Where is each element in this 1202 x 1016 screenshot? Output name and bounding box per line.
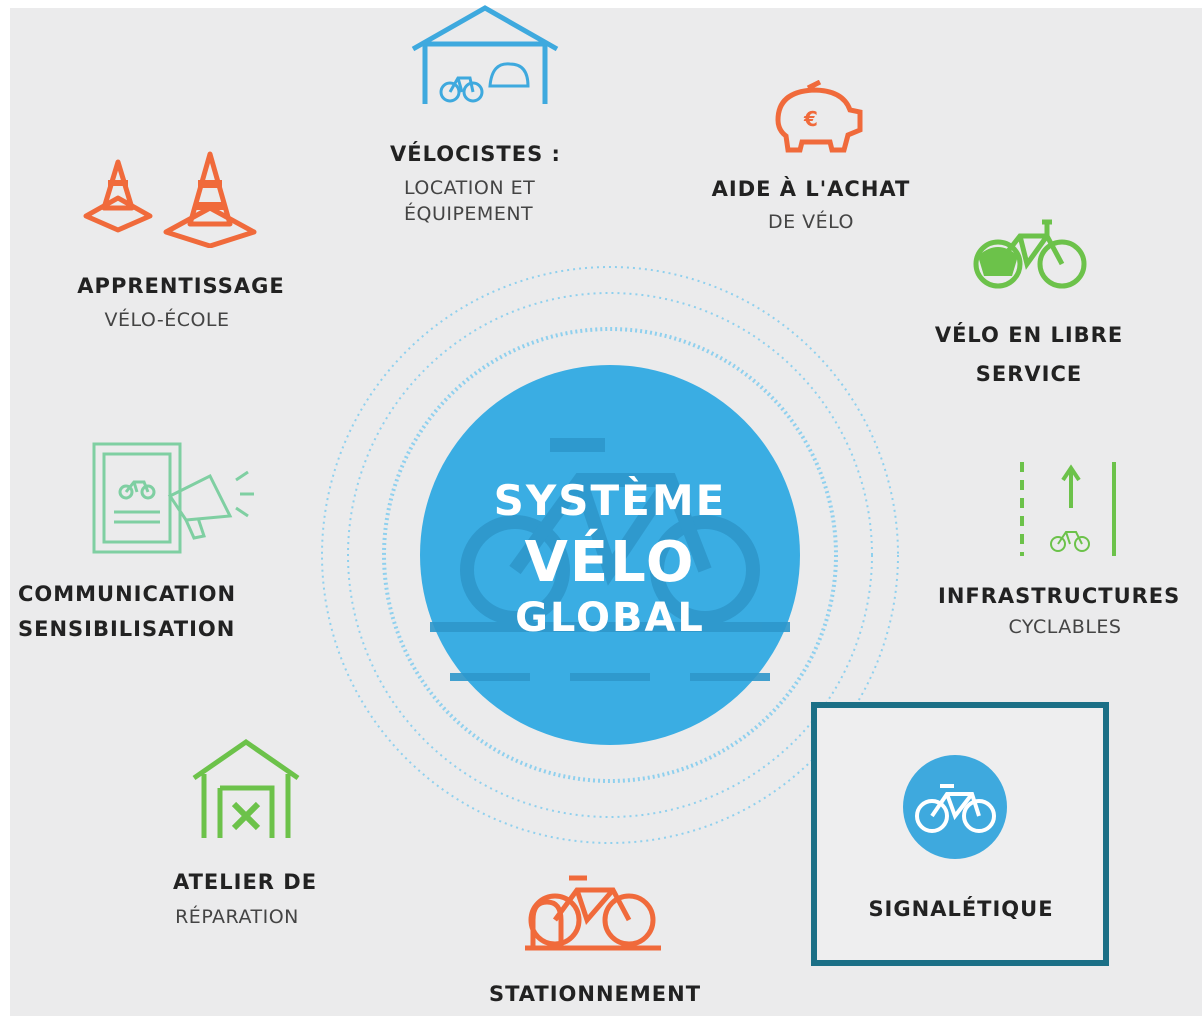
shared-bike-icon <box>973 219 1087 289</box>
bike-lane-icon <box>1020 462 1116 556</box>
velocistes-sub2: ÉQUIPEMENT <box>404 203 534 225</box>
piggy-bank-euro-icon: € <box>775 80 863 153</box>
velocistes-title: VÉLOCISTES : <box>390 142 561 166</box>
infra-title: INFRASTRUCTURES <box>938 584 1181 608</box>
apprentissage-title: APPRENTISSAGE <box>77 274 285 298</box>
center-line1: SYSTÈME <box>493 476 727 525</box>
center-line3: GLOBAL <box>515 595 705 641</box>
bike-sign-icon <box>903 755 1007 859</box>
stationnement-title: STATIONNEMENT <box>488 982 702 1006</box>
atelier-sub1: RÉPARATION <box>175 906 299 928</box>
libre-title2: SERVICE <box>975 362 1083 386</box>
center-circle <box>321 266 899 844</box>
repair-garage-icon <box>192 738 300 838</box>
center-line2: VÉLO <box>524 530 696 595</box>
traffic-cones-icon <box>83 151 257 248</box>
atelier-title: ATELIER DE <box>172 870 318 894</box>
signal-title: SIGNALÉTIQUE <box>868 897 1054 921</box>
aide-sub1: DE VÉLO <box>767 211 855 233</box>
communication-title2: SENSIBILISATION <box>18 617 236 641</box>
libre-title1: VÉLO EN LIBRE <box>934 323 1124 347</box>
left-margin <box>0 0 10 1016</box>
center-bike-icon <box>430 438 790 681</box>
communication-title1: COMMUNICATION <box>18 582 237 606</box>
velocistes-sub1: LOCATION ET <box>404 177 536 199</box>
garage-bike-helmet-icon <box>411 5 559 104</box>
apprentissage-sub1: VÉLO-ÉCOLE <box>104 309 230 331</box>
aide-title: AIDE À L'ACHAT <box>711 177 911 201</box>
megaphone-document-icon <box>92 442 254 554</box>
infra-sub1: CYCLABLES <box>1008 616 1122 638</box>
top-margin <box>0 0 1202 8</box>
bike-rack-icon <box>525 875 661 951</box>
svg-text:€: € <box>803 107 818 131</box>
